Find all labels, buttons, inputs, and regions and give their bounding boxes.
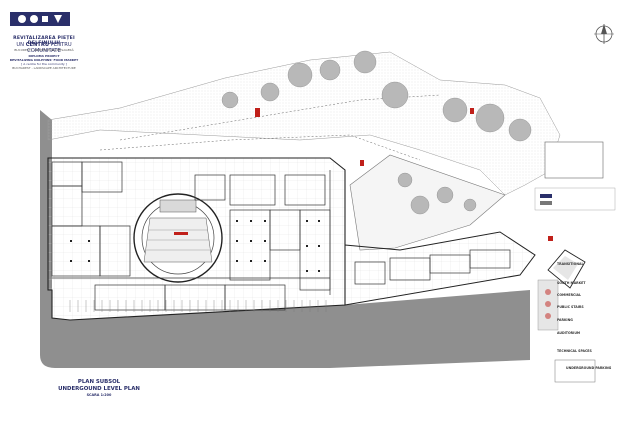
legend-item: AUDITORIUM: [557, 331, 581, 335]
red-markers: [255, 108, 553, 241]
plan-scale: SCARA 1:200: [86, 393, 112, 397]
parking-bays: [69, 300, 327, 312]
subtitle-prefix: UN: [16, 42, 25, 48]
subtitle-suffix: PENTRU COMUNITATE: [27, 42, 72, 54]
legend-item: UNDERGROUND PARKING: [566, 366, 612, 370]
diploma-label: DIPLOMA PROIECT: [28, 54, 60, 58]
legend-panel: [534, 187, 616, 383]
subtitle-city: BUCUREȘTI - ARHITECTURĂ PEISAGERĂ: [14, 48, 74, 52]
plan-title-en: UNDERGOUND LEVEL PLAN: [58, 386, 140, 392]
park-paths: [99, 94, 441, 161]
project-subtitle: UN CENTRU PENTRU COMUNITATE: [4, 42, 84, 55]
english-subtitle: [ A centre for the community ]: [21, 62, 67, 66]
interior-walls: [51, 161, 511, 311]
legend-item: PUBLIC STAIRS: [557, 305, 584, 309]
english-title: REVITALIZING DOLPHINS' FOOD MARKET: [9, 58, 79, 62]
upper-park: [47, 51, 561, 196]
logo-icon: [10, 12, 70, 26]
project-title: REVITALIZAREA PIEȚEI DELFINULUI: [13, 36, 75, 47]
subtitle-strong: CENTRU: [25, 42, 50, 48]
north-arrow-icon: [594, 24, 614, 44]
parking-columns: [70, 220, 320, 272]
ground-boundary: [40, 110, 530, 368]
legend-item: PARKING: [557, 318, 573, 322]
legend-item: TRANSITIONAL: [557, 262, 584, 266]
plan-title-ro: PLAN SUBSOL: [77, 379, 121, 385]
legend-item: SOUTH MARKET: [557, 281, 586, 285]
tree-icon: [221, 50, 532, 215]
legend-item: TECHNICAL SPACES: [557, 349, 592, 353]
english-city: BUCHAREST - LANDSCAPE ARCHITECTURE: [12, 66, 76, 70]
east-plaza: [544, 141, 604, 179]
auditorium: [133, 193, 223, 283]
legend-item: COMMERCIAL: [557, 293, 582, 297]
